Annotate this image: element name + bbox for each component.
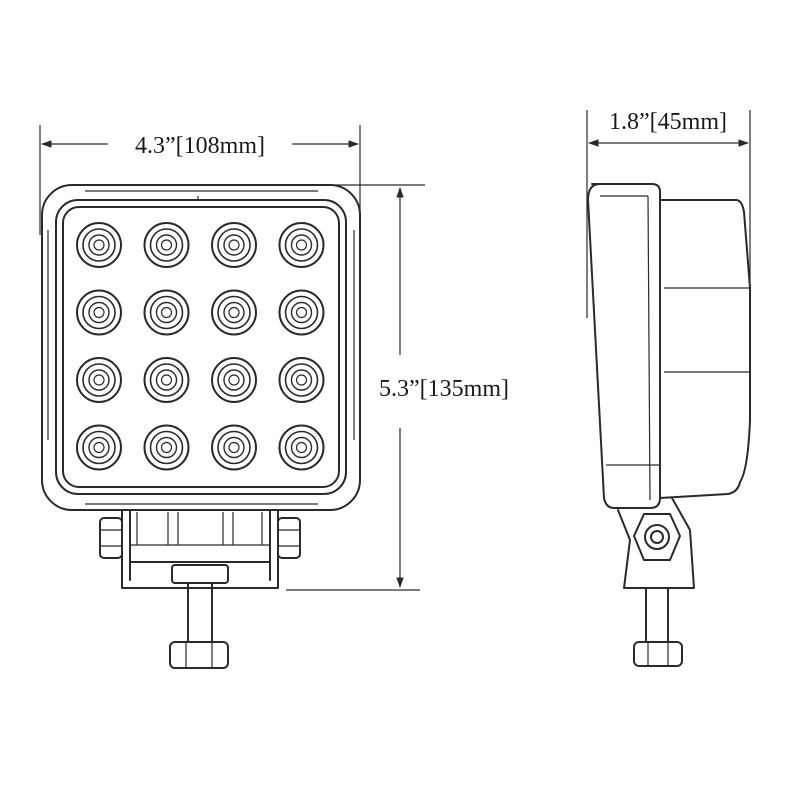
led-3-3: [211, 357, 257, 403]
led-1-3: [211, 222, 257, 268]
height-label: 5.3”[135mm]: [379, 376, 509, 402]
led-1-2: [143, 222, 190, 268]
led-4-1: [76, 424, 122, 471]
housing-inner: [55, 199, 347, 495]
height-dimension: 5.3”[135mm]: [286, 184, 509, 591]
width-label: 4.3”[108mm]: [135, 133, 265, 159]
side-bezel: [587, 183, 661, 509]
led-2-4: [278, 289, 325, 336]
led-2-2: [143, 289, 190, 336]
front-view: 4.3”[108mm]: [39, 125, 509, 669]
led-3-1: [76, 357, 122, 403]
led-1-4: [278, 222, 325, 268]
led-1-1: [76, 222, 122, 268]
lens-frame: [62, 206, 340, 488]
led-4-3: [211, 424, 257, 471]
led-2-1: [76, 289, 122, 336]
led-4-2: [143, 424, 190, 471]
width-dimension: 4.3”[108mm]: [39, 125, 361, 235]
side-body: [659, 199, 751, 499]
depth-label: 1.8”[45mm]: [609, 109, 727, 135]
led-3-4: [278, 357, 325, 403]
side-bracket: [617, 497, 695, 589]
housing-outer: [41, 184, 361, 511]
side-view: 1.8”[45mm]: [586, 109, 751, 667]
led-4-4: [278, 424, 325, 471]
mounting-bracket: [99, 509, 301, 669]
led-3-2: [143, 357, 190, 403]
depth-dimension: 1.8”[45mm]: [586, 109, 751, 318]
led-grid: [76, 222, 325, 471]
led-2-3: [211, 289, 257, 336]
